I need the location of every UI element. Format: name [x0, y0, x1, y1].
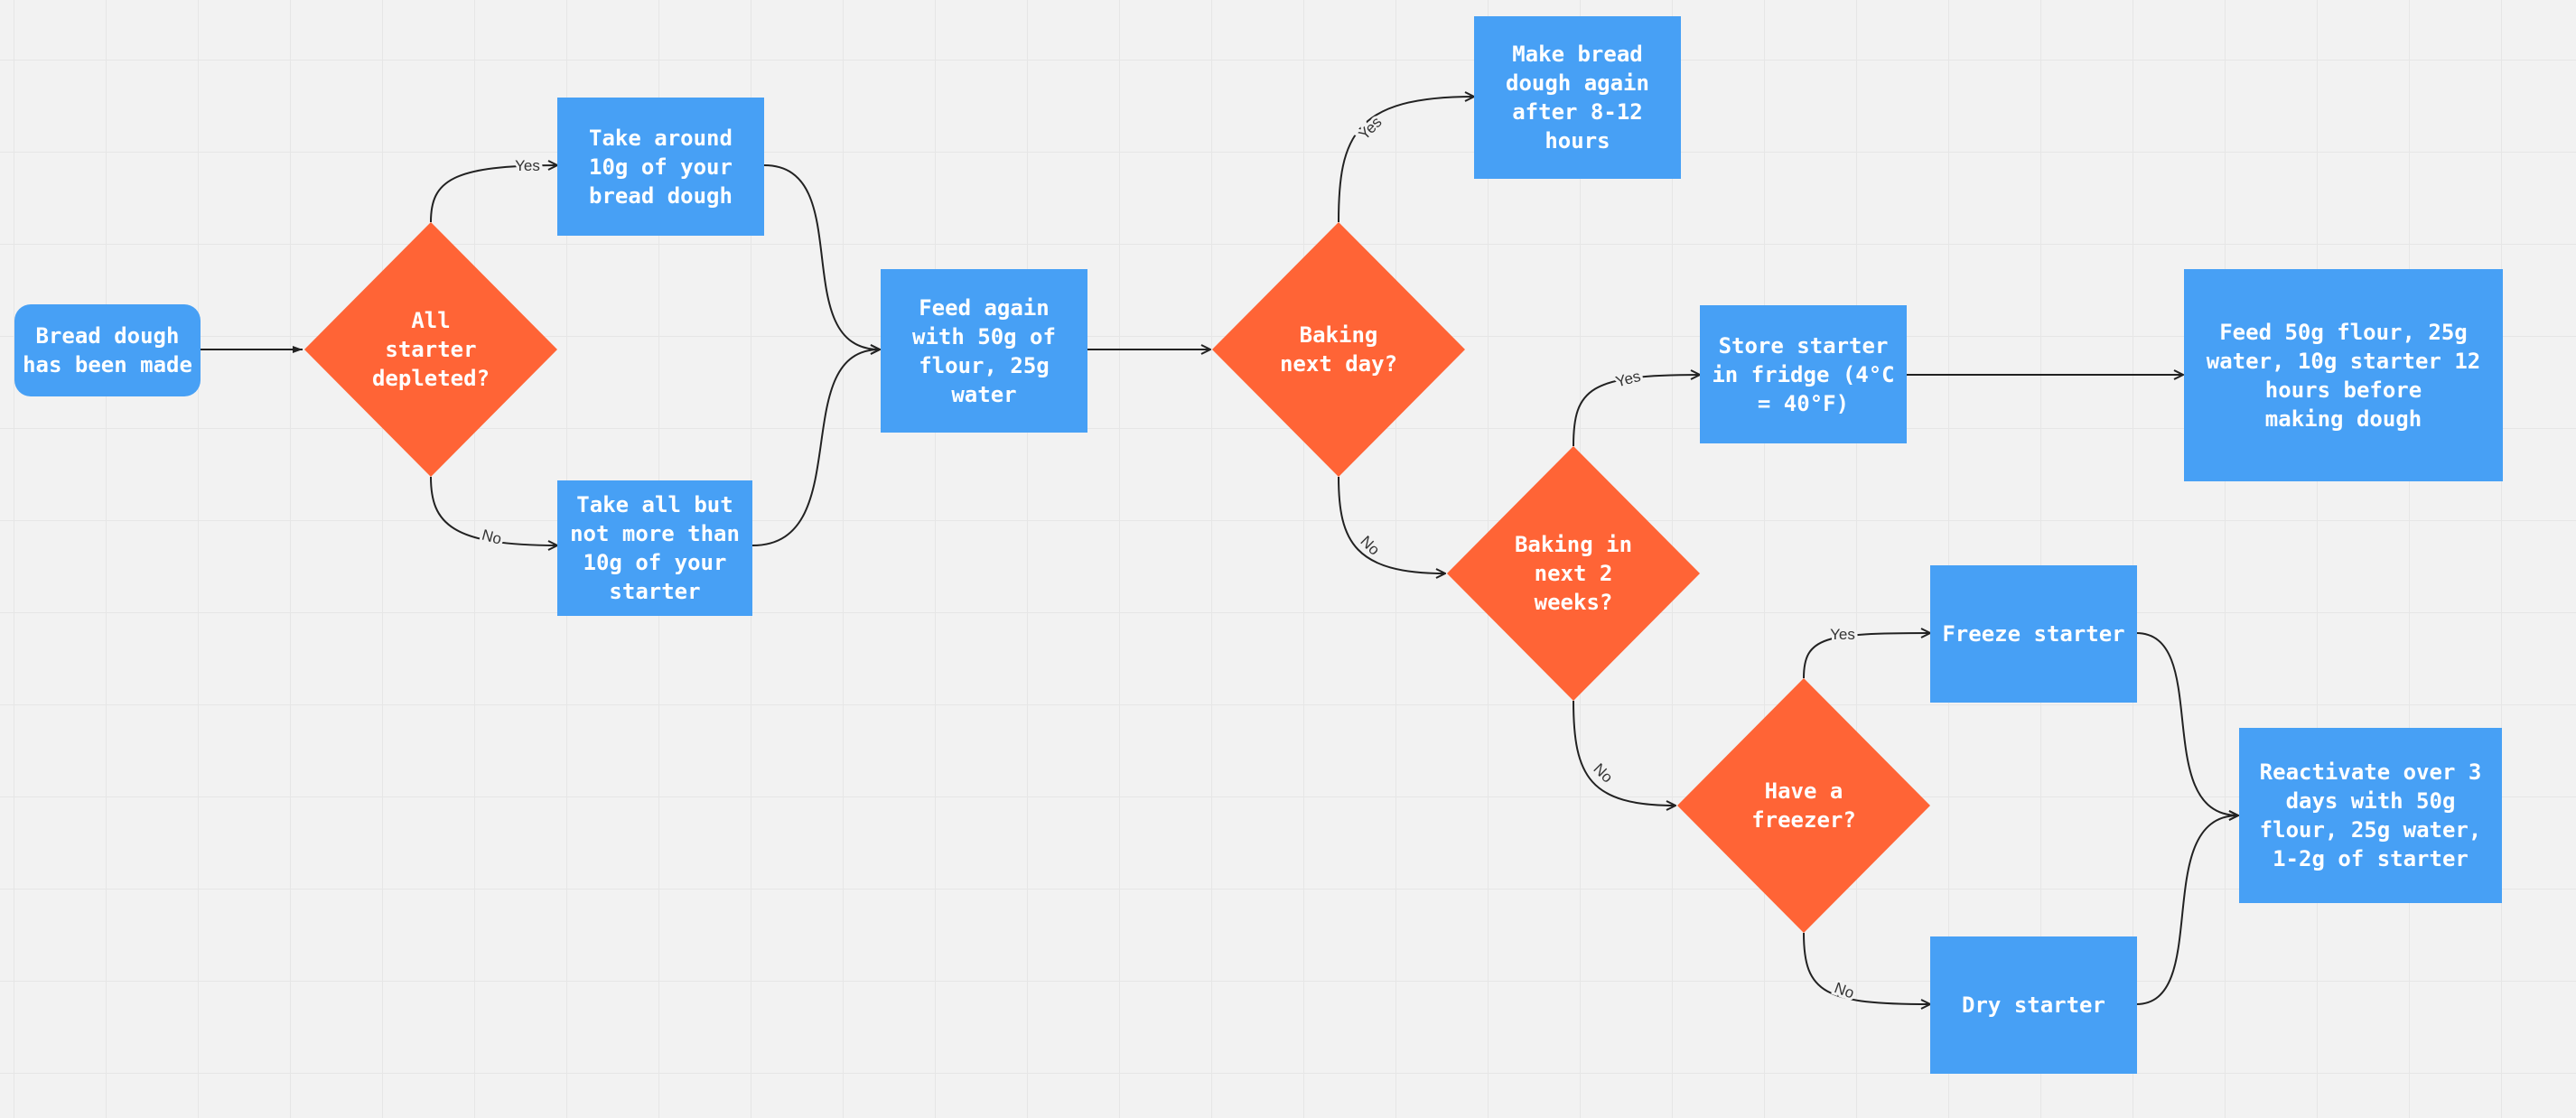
node-store-in-fridge[interactable]: Store starter in fridge (4°C = 40°F)	[1700, 305, 1907, 443]
node-reactivate[interactable]: Reactivate over 3 days with 50g flour, 2…	[2239, 728, 2502, 903]
edge-label-yes: Yes	[1356, 114, 1386, 144]
decision-label-all-starter-depleted: All starter depleted?	[371, 308, 490, 391]
edge-label-no: No	[1832, 979, 1856, 1002]
connector-depleted-yes	[430, 165, 557, 223]
connector-nextday-no	[1338, 476, 1445, 573]
edge-label-no: No	[1357, 533, 1383, 559]
node-make-dough-again[interactable]: Make bread dough again after 8-12 hours	[1474, 16, 1681, 179]
decision-baking-next-2-weeks[interactable]	[1447, 446, 1700, 701]
edge-label-yes: Yes	[1830, 626, 1855, 643]
connector-take10g-to-feed	[763, 164, 880, 349]
decision-label-baking-next-day: Baking next day?	[1279, 322, 1398, 377]
node-feed-again[interactable]: Feed again with 50g of flour, 25g water	[881, 269, 1087, 433]
decision-baking-next-day[interactable]	[1212, 222, 1465, 477]
node-feed-before-dough[interactable]: Feed 50g flour, 25g water, 10g starter 1…	[2184, 269, 2503, 481]
connector-2weeks-yes	[1573, 375, 1700, 447]
edge-label-yes: Yes	[515, 157, 540, 174]
edge-label-no: No	[480, 526, 503, 548]
decision-have-a-freezer[interactable]	[1677, 678, 1930, 933]
connector-dry-to-reactivate	[2135, 815, 2238, 1005]
connector-2weeks-no	[1573, 700, 1675, 806]
node-dry-starter[interactable]: Dry starter	[1930, 936, 2137, 1074]
decision-label-baking-next-2-weeks: Baking in next 2 weeks?	[1514, 532, 1633, 615]
node-bread-dough-made[interactable]: Bread dough has been made	[14, 304, 201, 396]
node-take-around-10g[interactable]: Take around 10g of your bread dough	[557, 98, 764, 236]
decision-all-starter-depleted[interactable]	[304, 222, 557, 477]
connector-freezer-yes	[1803, 633, 1930, 679]
decision-label-have-a-freezer: Have a freezer?	[1751, 778, 1856, 833]
connector-freezer-no	[1803, 932, 1930, 1004]
edge-label-yes: Yes	[1614, 368, 1643, 391]
node-freeze-starter[interactable]: Freeze starter	[1930, 565, 2137, 703]
connector-nextday-yes	[1338, 97, 1474, 223]
connector-depleted-no	[430, 476, 557, 545]
connector-freeze-to-reactivate	[2135, 632, 2238, 815]
node-take-all-but-10g[interactable]: Take all but not more than 10g of your s…	[557, 480, 752, 616]
connector-takeall-to-feed	[751, 349, 880, 546]
